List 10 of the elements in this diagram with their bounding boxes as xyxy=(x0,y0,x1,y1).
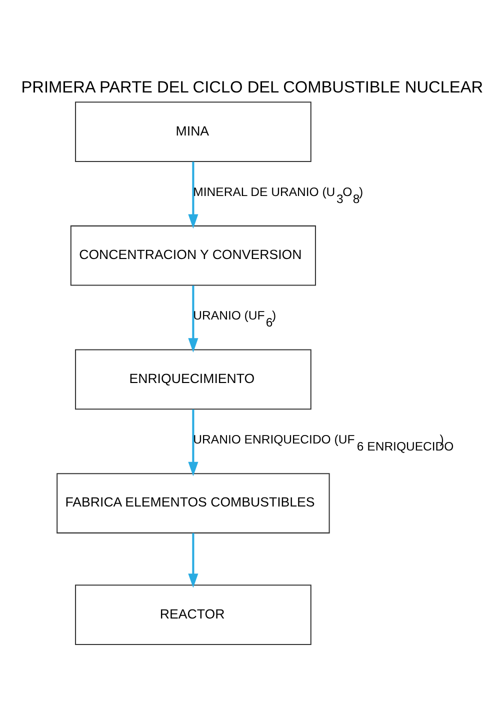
diagram-title: PRIMERA PARTE DEL CICLO DEL COMBUSTIBLE NUCLEAR xyxy=(20,78,483,96)
node-box: ENRIQUECIMIENTO xyxy=(74,348,311,410)
arrow xyxy=(188,161,198,228)
node-box: REACTOR xyxy=(74,584,311,644)
node-box: CONCENTRACION Y CONVERSION xyxy=(70,224,316,286)
arrow xyxy=(188,532,198,588)
node-box: MINA xyxy=(74,101,311,162)
arrow xyxy=(188,408,198,476)
arrow xyxy=(188,285,198,352)
node-box: FABRICA ELEMENTOS COMBUSTIBLES xyxy=(56,472,330,533)
